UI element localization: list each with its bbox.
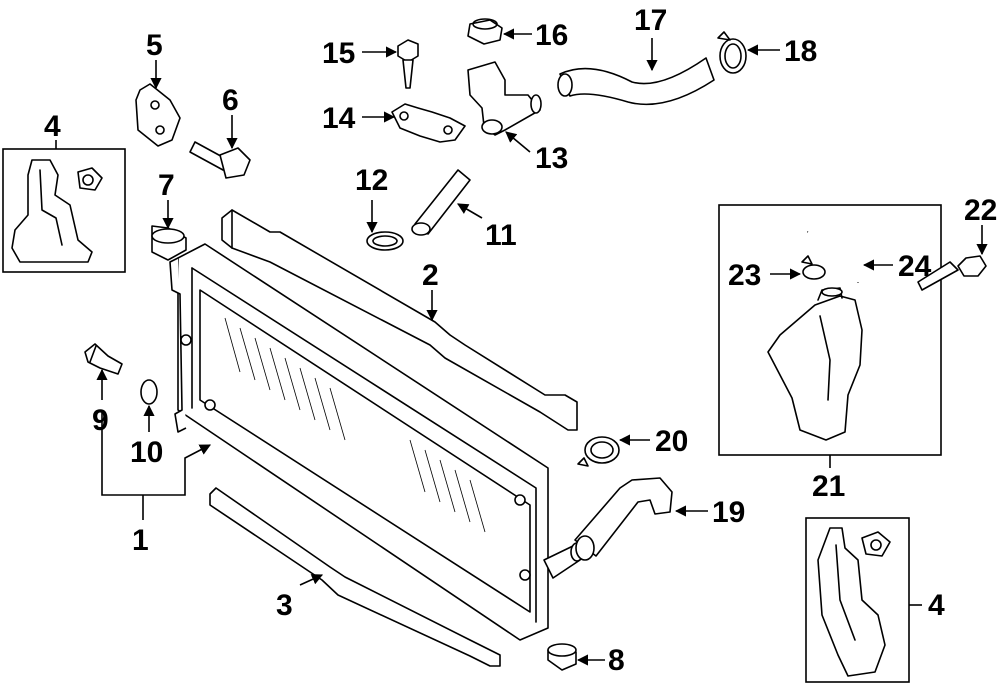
hose-clamp-18 bbox=[717, 31, 747, 74]
callout-20: 20 bbox=[655, 425, 688, 458]
callout-9: 9 bbox=[92, 404, 109, 437]
callout-16: 16 bbox=[535, 19, 568, 52]
radiator-cap bbox=[467, 18, 503, 45]
callout-13: 13 bbox=[535, 142, 568, 175]
callout-3: 3 bbox=[276, 589, 293, 622]
callout-22: 22 bbox=[964, 194, 997, 227]
callout-6: 6 bbox=[222, 84, 239, 117]
gasket bbox=[391, 103, 466, 143]
callout-5: 5 bbox=[146, 29, 163, 62]
inlet-hose bbox=[557, 57, 715, 106]
hose-clamp-20 bbox=[577, 436, 620, 467]
callout-23: 23 bbox=[728, 259, 761, 292]
hose-clamp-12 bbox=[366, 231, 404, 251]
drain-plug bbox=[84, 343, 123, 375]
callout-4-left: 4 bbox=[44, 110, 61, 143]
callout-8: 8 bbox=[608, 644, 625, 677]
reservoir-clip bbox=[801, 255, 826, 280]
callout-15: 15 bbox=[322, 37, 355, 70]
callout-19: 19 bbox=[712, 496, 745, 529]
callout-24: 24 bbox=[898, 250, 932, 283]
mount-cushion bbox=[151, 225, 187, 261]
callout-4-right: 4 bbox=[928, 589, 945, 622]
callout-labels: 1 2 3 4 4 5 6 7 8 9 10 11 12 13 14 15 16… bbox=[44, 4, 997, 677]
callout-11: 11 bbox=[485, 219, 517, 252]
upper-seal-baffle bbox=[221, 209, 578, 431]
air-guide-box-right bbox=[805, 517, 910, 683]
o-ring bbox=[140, 379, 158, 405]
bolt bbox=[189, 141, 251, 179]
callout-2: 2 bbox=[422, 259, 439, 292]
leader-lines bbox=[55, 28, 988, 666]
reservoir-bolt bbox=[917, 255, 987, 291]
callout-17: 17 bbox=[634, 4, 667, 37]
air-guide-box-left bbox=[2, 148, 126, 273]
flange-bolt bbox=[397, 39, 419, 89]
lower-cushion bbox=[547, 643, 577, 671]
bracket bbox=[135, 83, 181, 147]
air-guide-right bbox=[817, 527, 891, 677]
coolant-reservoir bbox=[767, 287, 863, 441]
radiator-core bbox=[169, 243, 584, 641]
callout-14: 14 bbox=[322, 102, 356, 135]
callout-10: 10 bbox=[130, 436, 163, 469]
overflow-hose-inner bbox=[807, 230, 860, 282]
lower-hose bbox=[574, 477, 673, 561]
water-outlet bbox=[467, 61, 542, 136]
callout-7: 7 bbox=[158, 169, 175, 202]
callout-12: 12 bbox=[355, 164, 388, 197]
air-guide-left bbox=[11, 159, 103, 263]
callout-21: 21 bbox=[812, 470, 845, 503]
upper-hose bbox=[411, 169, 471, 236]
callout-1: 1 bbox=[132, 524, 149, 557]
callout-18: 18 bbox=[784, 35, 817, 68]
